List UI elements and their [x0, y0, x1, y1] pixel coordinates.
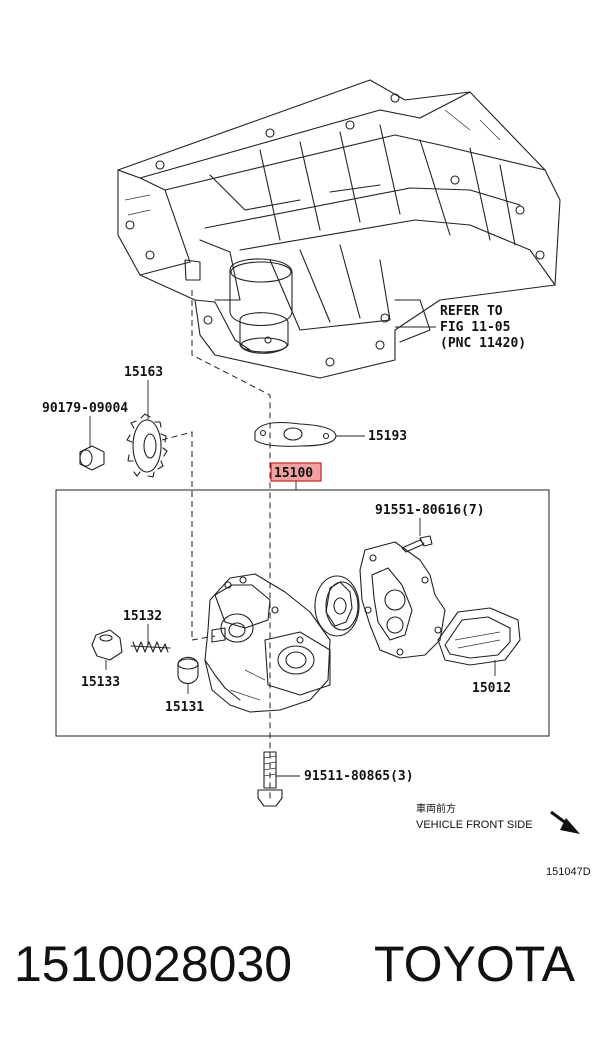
label-91551: 91551-80616(7)	[375, 503, 485, 518]
valve-15131: 15131	[165, 656, 204, 715]
assembly-box	[55, 489, 550, 737]
label-15012: 15012	[472, 681, 511, 696]
gasket-15193: 15193	[254, 421, 407, 447]
front-en: VEHICLE FRONT SIDE	[416, 819, 533, 831]
assembly-15100: 15100	[55, 462, 550, 737]
figure-code: 151047D	[546, 866, 591, 878]
vehicle-front-note: 車両前方 VEHICLE FRONT SIDE 151047D	[416, 802, 591, 878]
sprocket-15163: 15163	[124, 365, 168, 478]
bolt-91511-80865: 91511-80865(3)	[257, 751, 414, 807]
oil-pan-assembly-drawing	[117, 79, 561, 379]
brand-name: TOYOTA	[374, 936, 575, 992]
label-91511: 91511-80865(3)	[304, 769, 414, 784]
plug-15133: 15133	[81, 629, 123, 690]
arrow-front-icon	[550, 810, 580, 834]
label-15193: 15193	[368, 429, 407, 444]
strainer-15012: 15012	[437, 607, 521, 696]
part-number: 1510028030	[14, 936, 293, 992]
refer-line-2: FIG 11-05	[440, 320, 510, 335]
bolt-91551-80616: 91551-80616(7)	[375, 503, 485, 553]
label-15100: 15100	[274, 466, 313, 481]
front-jp: 車両前方	[416, 802, 456, 815]
label-15131: 15131	[165, 700, 204, 715]
refer-line-1: REFER TO	[440, 304, 503, 319]
refer-line-3: (PNC 11420)	[440, 336, 526, 351]
label-90179: 90179-09004	[42, 401, 128, 416]
nut-90179-09004: 90179-09004	[42, 401, 128, 471]
label-15163: 15163	[124, 365, 163, 380]
pump-rotor	[314, 575, 360, 637]
refer-to-note: REFER TO FIG 11-05 (PNC 11420)	[395, 304, 526, 351]
pump-cover-plate	[359, 541, 446, 659]
label-15132: 15132	[123, 609, 162, 624]
oil-pump-body	[204, 573, 331, 713]
spring-15132: 15132	[123, 609, 171, 653]
label-15133: 15133	[81, 675, 120, 690]
alignment-dash-lines	[161, 290, 271, 800]
